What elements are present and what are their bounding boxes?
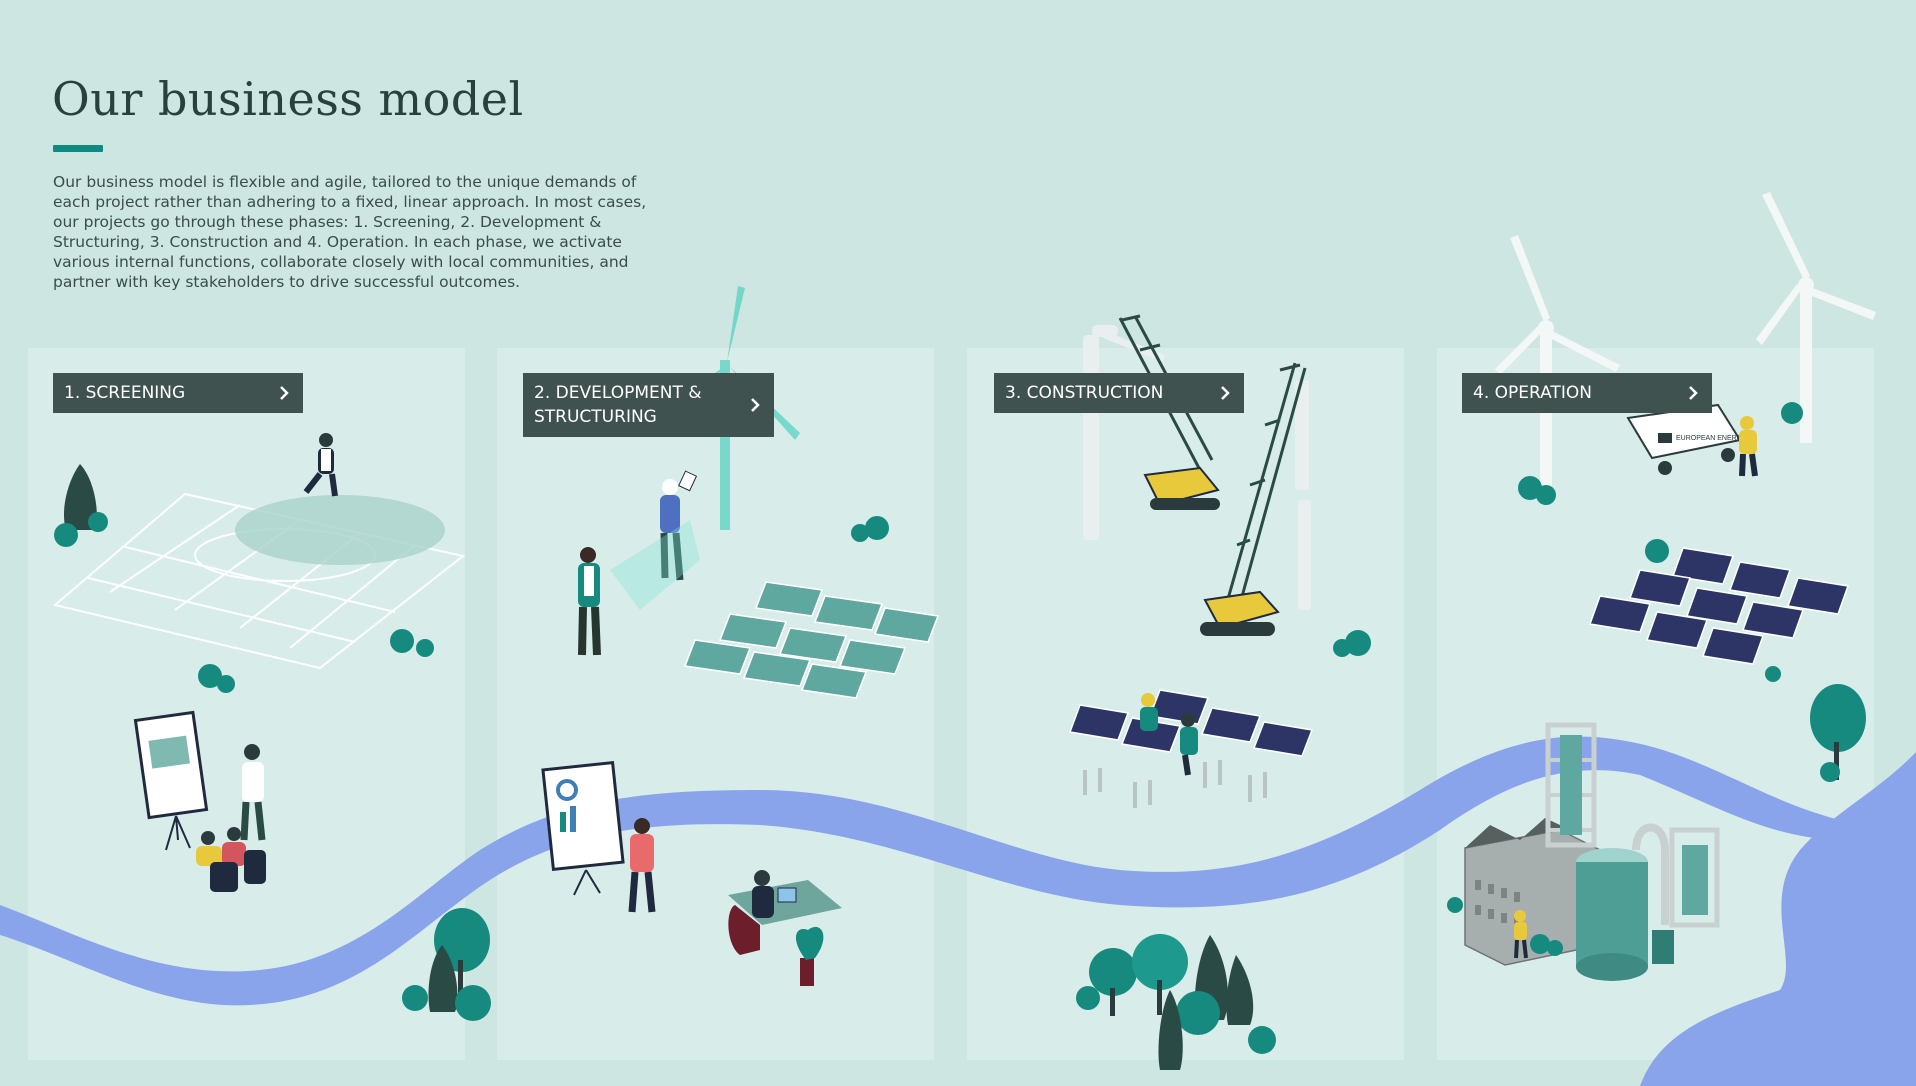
chevron-right-icon [1221,386,1230,400]
drone-operator-person-icon [660,470,698,581]
lake [1640,752,1916,1086]
bush-icon [1333,630,1371,657]
chevron-right-icon [1689,386,1698,400]
tree-cluster-icon [402,908,491,1021]
phase-label: 3. CONSTRUCTION [1005,383,1164,403]
phase-button-development[interactable]: 2. DEVELOPMENT & STRUCTURING [523,373,774,437]
solar-farm-icon [1588,547,1850,665]
solar-panel-array-icon [683,581,940,699]
worker-person-icon [1514,910,1528,959]
scout-person-icon [303,433,338,497]
van-logo-text: EUROPEAN ENERGY [1676,435,1747,442]
audience-people-icon [196,827,266,892]
scanner-beam [610,520,700,610]
page-title: Our business model [52,72,524,126]
chart-easel-icon [541,760,625,896]
crane-cab-icon [1143,466,1280,636]
presentation-easel-icon [133,710,209,851]
bush-icon [851,516,889,542]
solar-panel-install-icon [1068,689,1314,757]
screening-hill [235,495,445,565]
phase-label: 2. DEVELOPMENT & STRUCTURING [534,383,702,427]
phase-button-screening[interactable]: 1. SCREENING [53,373,303,413]
phase-label: 1. SCREENING [64,383,186,403]
presenter-person-icon [240,744,266,841]
crawler-crane-icon [1118,314,1307,623]
forest-trees-icon [1076,934,1276,1070]
service-van-icon: EUROPEAN ENERGY [1626,403,1747,475]
phase-button-operation[interactable]: 4. OPERATION [1462,373,1712,413]
installer-person-icon [1140,693,1198,776]
wind-turbine-icon [1495,192,1876,490]
bush-icon [1447,897,1563,956]
phase-button-construction[interactable]: 3. CONSTRUCTION [994,373,1244,413]
desk-worker-icon [728,870,842,986]
pine-tree-icon [54,464,108,547]
phase-panel-development [497,348,934,1060]
phase-label: 4. OPERATION [1473,383,1592,403]
river [0,736,1916,1006]
intro-paragraph: Our business model is flexible and agile… [53,173,647,291]
surveyor-person-icon [578,547,601,656]
solar-post-icon [1083,760,1267,808]
technician-person-icon [1739,416,1758,477]
industrial-plant-icon [1464,722,1720,981]
bush-icon [198,629,434,693]
bush-icon [1518,402,1803,682]
chevron-right-icon [280,386,289,400]
chevron-right-icon [751,398,760,412]
analyst-person-icon [628,818,656,913]
operation-tree-icon [1810,684,1866,782]
title-underline [53,145,103,152]
